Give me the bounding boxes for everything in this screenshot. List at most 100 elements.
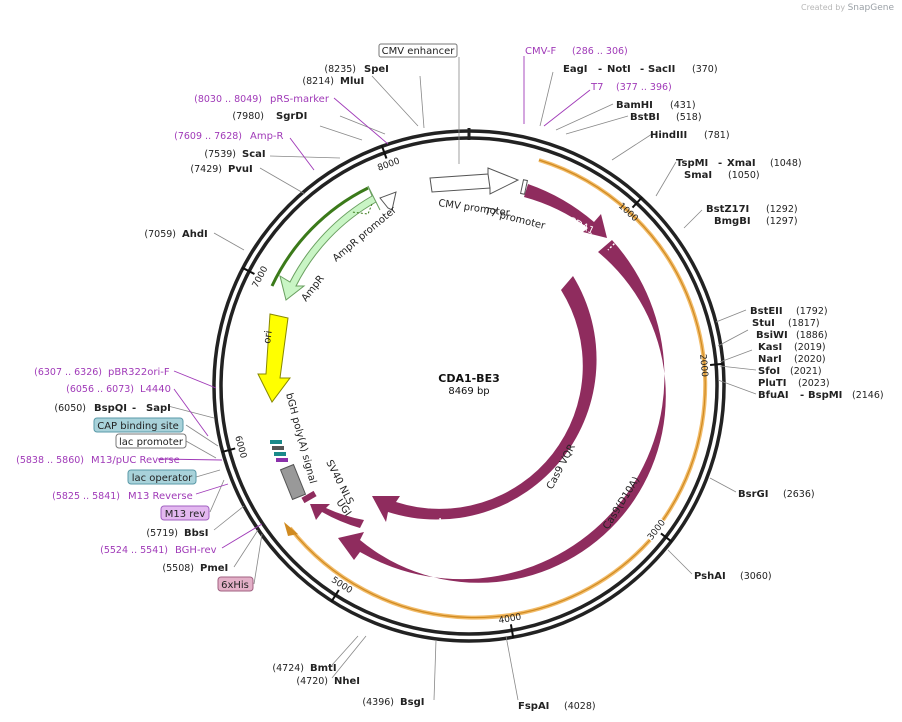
bmti-name: BmtI — [310, 663, 337, 674]
cmv-promoter-arrow — [429, 167, 520, 195]
scai-pos: (7539) — [204, 149, 236, 160]
bgh-rev-pos: (5524 .. 5541) — [100, 545, 168, 556]
cap-site-feature — [270, 440, 282, 444]
m13-reverse-name: M13 Reverse — [128, 491, 193, 502]
tick-mark-5000 — [330, 589, 340, 603]
l4440-pos: (6056 .. 6073) — [66, 384, 134, 395]
t7-pos: (377 .. 396) — [616, 82, 672, 93]
nhei-pos: (4720) — [296, 676, 328, 687]
prs-marker-name: pRS-marker — [270, 94, 330, 105]
ugi-arrow — [310, 504, 364, 528]
primer-connectors — [157, 56, 591, 549]
xmai-name: XmaI — [727, 158, 756, 169]
pbr322ori-f-name: pBR322ori-F — [108, 367, 170, 378]
bsteii-name: BstEII — [750, 306, 783, 317]
noti-separator: - — [640, 64, 644, 75]
cmv-enhancer-divider — [487, 173, 491, 189]
6xhis-box — [217, 576, 254, 592]
tick-mark-4000 — [509, 624, 515, 639]
plasmid-name: CDA1-BE3 — [438, 372, 500, 385]
pluti-pos: (2023) — [798, 378, 830, 389]
smai-pos: (1050) — [728, 170, 760, 181]
scai-name: ScaI — [242, 149, 266, 160]
credit-brand: SnapGene — [847, 3, 894, 13]
lac-operator-label: lac operator — [132, 473, 193, 484]
m13-reverse-pos: (5825 .. 5841) — [52, 491, 120, 502]
cas9-d10a-arrow — [338, 240, 666, 583]
m13-puc-reverse-name: M13/pUC Reverse — [91, 455, 180, 466]
bspqi-name: BspQI — [94, 403, 127, 414]
m13-rev-box — [160, 505, 210, 521]
stui-pos: (1817) — [788, 318, 820, 329]
orange-feature-arc-1-edge — [538, 159, 706, 521]
cap-binding-site-label: CAP binding site — [97, 421, 179, 432]
bgh-polya-feature — [279, 463, 307, 501]
tick-mark-7000 — [241, 266, 255, 275]
sapi-name: SapI — [146, 403, 171, 414]
left-site-labels: (8235) SpeI (8214) MluI (8030 .. 8049) p… — [16, 64, 389, 592]
ori-arrow — [257, 313, 291, 403]
t7-name: T7 — [590, 82, 603, 93]
amp-r-name: Amp-R — [250, 131, 284, 142]
fspai-pos: (4028) — [564, 701, 596, 712]
sacii-name: SacII — [648, 64, 675, 75]
cmv-enhancer-label: CMV enhancer — [382, 46, 456, 57]
prs-marker-pos: (8030 .. 8049) — [194, 94, 262, 105]
bsgi-name: BsgI — [400, 697, 424, 708]
tspmi-pos: (1048) — [770, 158, 802, 169]
ampr-promoter-arrow — [379, 191, 397, 211]
plasmid-size: 8469 bp — [448, 386, 489, 397]
tick-label-7000: 7000 — [251, 265, 271, 290]
pmcda1-arrow — [524, 184, 607, 238]
snapgene-credit: Created by SnapGene — [801, 3, 894, 13]
tick-mark-1000 — [631, 196, 643, 209]
sv40-nls-feature — [301, 490, 317, 504]
cmv-f-pos: (286 .. 306) — [572, 46, 628, 57]
amp-r-pos: (7609 .. 7628) — [174, 131, 242, 142]
sgrdi-name: SgrDI — [276, 111, 307, 122]
tick-mark-6000 — [221, 447, 236, 454]
bstz17i-pos: (1292) — [766, 204, 798, 215]
m13-rev-label: M13 rev — [165, 509, 206, 520]
bsgi-pos: (4396) — [362, 697, 394, 708]
bsteii-pos: (1792) — [796, 306, 828, 317]
tspmi-name: TspMI — [676, 158, 708, 169]
sgrdi-pos: (7980) — [232, 111, 264, 122]
smai-name: SmaI — [684, 170, 712, 181]
fspai-name: FspAI — [518, 701, 549, 712]
bbsi-name: BbsI — [184, 528, 208, 539]
bspmi-name: BspMI — [808, 390, 842, 401]
cas9-d10a-label: Cas9(D10A) — [601, 475, 642, 532]
bspqi-pos: (6050) — [54, 403, 86, 414]
bbsi-pos: (5719) — [146, 528, 178, 539]
tick-label-6000: 6000 — [232, 435, 248, 460]
tick-mark-8000 — [380, 145, 388, 159]
bstbi-name: BstBI — [630, 112, 660, 123]
tick-mark-2000 — [709, 362, 725, 366]
stui-name: StuI — [752, 318, 775, 329]
pmei-name: PmeI — [200, 563, 228, 574]
cas9-vqr-arrow — [372, 276, 597, 522]
pvui-pos: (7429) — [190, 164, 222, 175]
ahdi-name: AhdI — [182, 229, 208, 240]
lac-promoter-feature — [272, 446, 284, 450]
tspmi-separator: - — [718, 158, 722, 169]
bsiwi-name: BsiWI — [756, 330, 788, 341]
bfuai-name: BfuAI — [758, 390, 789, 401]
cmv-f-name: CMV-F — [525, 46, 556, 57]
cmv-enhancer-box — [378, 43, 458, 58]
kasi-name: KasI — [758, 342, 782, 353]
pvui-name: PvuI — [228, 164, 253, 175]
bgh-rev-name: BGH-rev — [175, 545, 217, 556]
noti-name: NotI — [607, 64, 631, 75]
eagi-pos: (370) — [692, 64, 718, 75]
ampr-arrow — [279, 185, 381, 301]
sfoi-pos: (2021) — [790, 366, 822, 377]
bstz17i-name: BstZ17I — [706, 204, 749, 215]
pmei-pos: (5508) — [162, 563, 194, 574]
spei-pos: (8235) — [324, 64, 356, 75]
orange-arc-2-arrowhead — [284, 522, 298, 536]
bstbi-pos: (518) — [676, 112, 702, 123]
bmti-pos: (4724) — [272, 663, 304, 674]
